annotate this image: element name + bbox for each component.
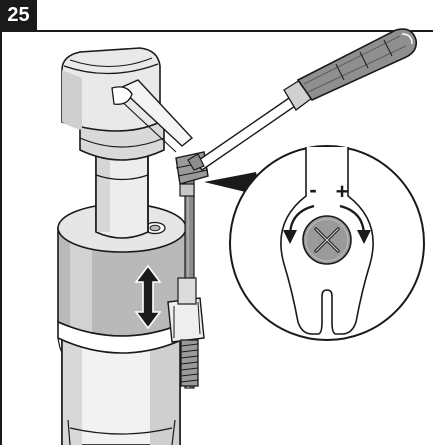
threaded-rod-end (180, 339, 199, 387)
phillips-screw-icon (302, 215, 352, 265)
step-number-badge: 25 (0, 0, 37, 31)
rotate-counterclockwise-icon (283, 204, 315, 244)
detail-magnifier: - + (229, 145, 425, 341)
plus-sign: + (336, 179, 349, 204)
valve-head-cap (61, 47, 194, 161)
frame-left-rule (0, 0, 2, 445)
valve-lower-tube (61, 339, 181, 445)
screwdriver-icon (187, 28, 418, 171)
frame-top-rule (0, 30, 433, 32)
valve-upper-tube (95, 149, 149, 239)
double-arrow-icon (134, 264, 162, 330)
rotate-clockwise-icon (339, 204, 371, 244)
minus-sign: - (309, 177, 316, 202)
rod-clip (167, 277, 205, 343)
